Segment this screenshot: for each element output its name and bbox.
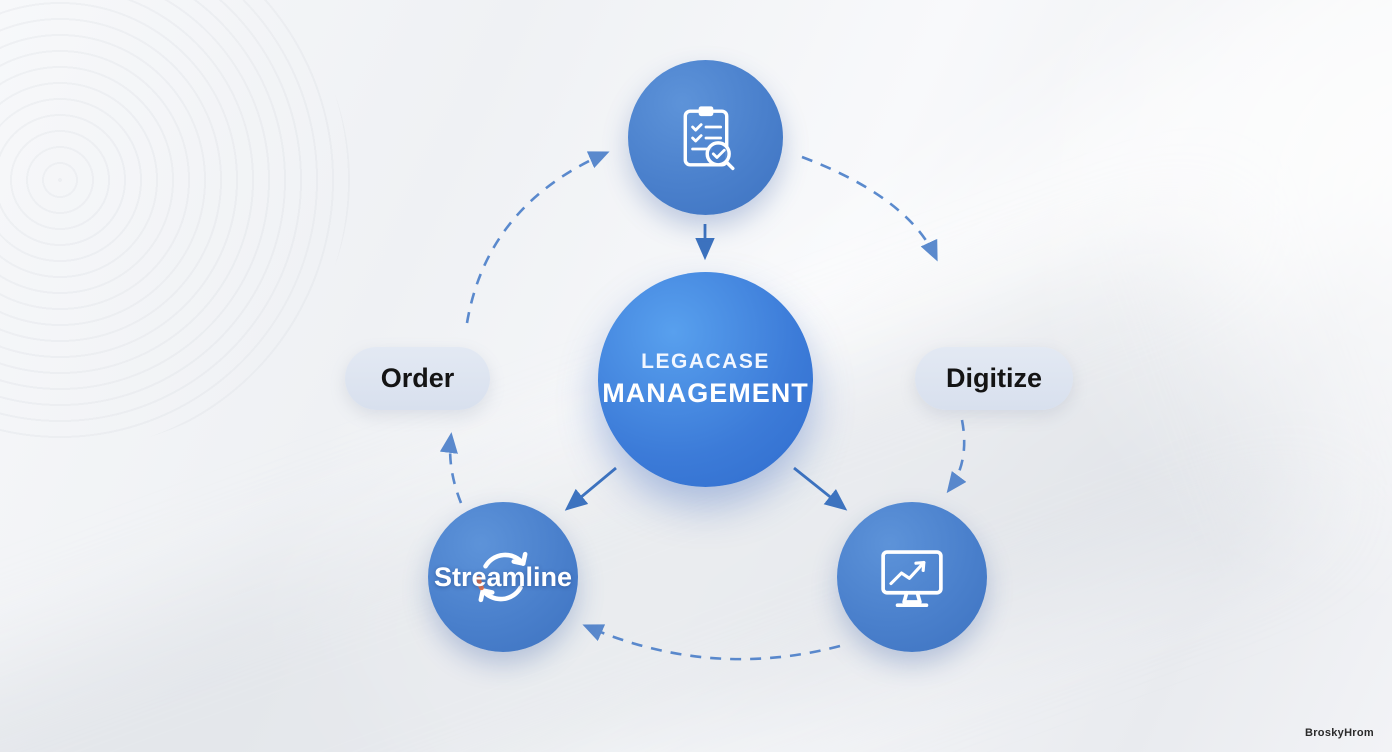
arc-order-to-top: [465, 151, 610, 324]
bottomleft-node-streamline: [428, 502, 578, 652]
top-node-checklist: [628, 60, 783, 215]
checklist-search-icon: [683, 105, 735, 170]
arc-streamline-to-order: [439, 432, 463, 504]
background-rings-decoration: [0, 0, 350, 450]
monitor-chart-icon: [881, 550, 943, 608]
center-title-line2: MANAGEMENT: [602, 378, 809, 408]
pill-digitize-label: Digitize: [945, 363, 1042, 393]
center-node-legacase-management: LEGACASE MANAGEMENT: [598, 272, 813, 487]
bottomright-node-analytics: [837, 502, 987, 652]
refresh-cycle-icon: [476, 551, 528, 603]
pill-digitize: Digitize: [915, 347, 1073, 410]
center-title-line1: LEGACASE: [641, 350, 770, 373]
pill-order: Order: [345, 347, 490, 410]
watermark: BroskyHrom: [1304, 727, 1374, 739]
pill-order-label: Order: [380, 363, 455, 393]
